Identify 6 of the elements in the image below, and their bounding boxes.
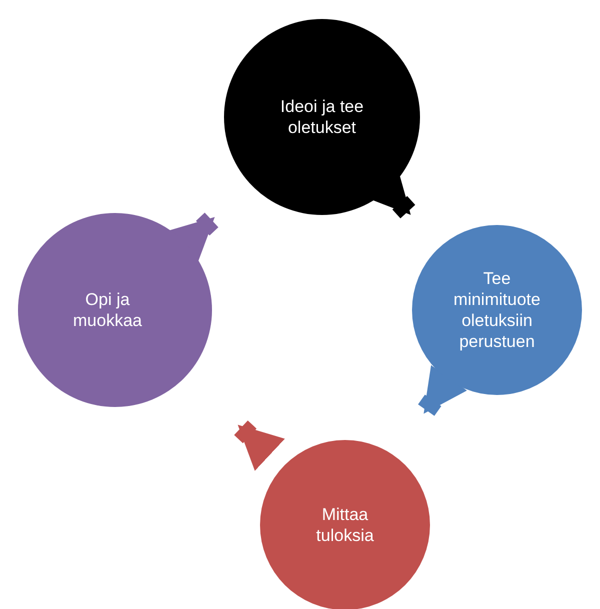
block-arrow — [418, 365, 468, 416]
node-label: Ideoi ja tee oletukset — [279, 96, 365, 138]
node-label: Tee minimituote oletuksiin perustuen — [452, 268, 542, 352]
block-arrow — [234, 420, 285, 471]
node-label: Opi ja muokkaa — [72, 288, 143, 332]
node-label: Mittaa tuloksia — [315, 504, 375, 546]
